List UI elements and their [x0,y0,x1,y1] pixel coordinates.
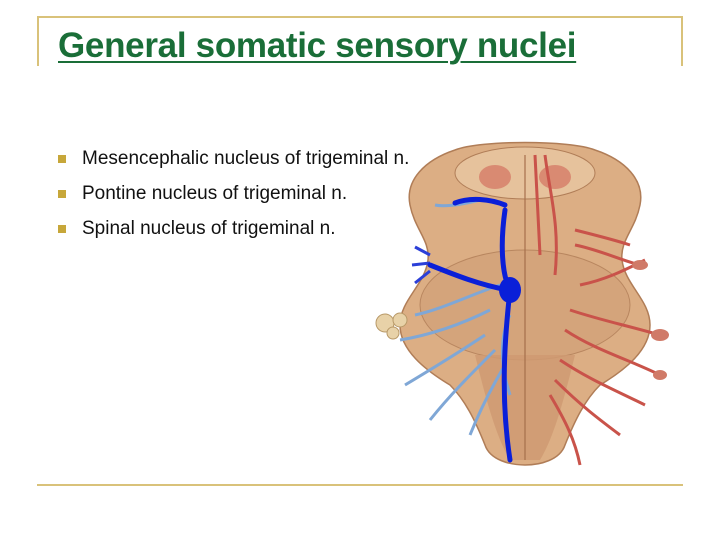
frame-bottom-line [37,484,683,486]
bullet-text: Pontine nucleus of trigeminal n. [82,183,348,204]
bullet-square-icon [58,155,66,163]
bullet-list: Mesencephalic nucleus of trigeminal n. P… [58,146,418,251]
bullet-item: Mesencephalic nucleus of trigeminal n. [58,146,418,171]
red-nerve-rootlets [632,260,669,380]
bullet-item: Spinal nucleus of trigeminal n. [58,216,418,241]
slide-title: General somatic sensory nuclei [58,26,577,65]
bullet-item: Pontine nucleus of trigeminal n. [58,181,418,206]
nerve-coil [375,312,408,340]
trigeminal-branches [411,245,431,285]
bullet-square-icon [58,225,66,233]
bullet-text: Spinal nucleus of trigeminal n. [82,218,336,239]
bullet-square-icon [58,190,66,198]
brainstem-illustration [375,141,669,466]
frame-left-line [37,16,39,66]
frame-top-line [37,16,683,18]
bullet-text: Mesencephalic nucleus of trigeminal n. [82,148,410,169]
frame-right-line [681,16,683,66]
red-nerves [533,154,661,466]
pontine-nucleus-marker [499,277,521,303]
